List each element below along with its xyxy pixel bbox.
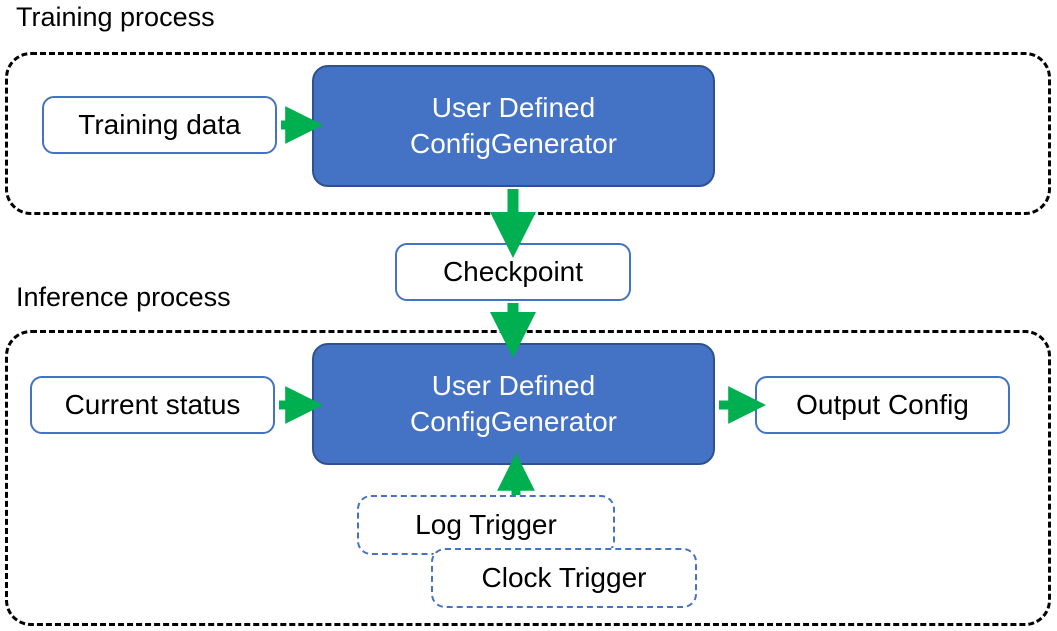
node-checkpoint[interactable]: Checkpoint [395, 243, 631, 301]
node-clock-trigger[interactable]: Clock Trigger [431, 548, 697, 608]
node-user-defined-configgenerator-training[interactable]: User Defined ConfigGenerator [312, 65, 715, 187]
node-label-line1: User Defined [431, 91, 596, 123]
section-caption-training: Training process [16, 2, 215, 32]
node-output-config[interactable]: Output Config [755, 376, 1010, 434]
node-label-line2: ConfigGenerator [409, 406, 617, 437]
node-label-line2: ConfigGenerator [409, 128, 617, 159]
section-caption-inference: Inference process [16, 282, 231, 312]
node-training-data[interactable]: Training data [42, 96, 277, 154]
node-user-defined-configgenerator-inference[interactable]: User Defined ConfigGenerator [312, 343, 715, 465]
node-label-line1: User Defined [431, 369, 596, 401]
node-log-trigger[interactable]: Log Trigger [357, 495, 615, 555]
node-current-status[interactable]: Current status [30, 376, 275, 434]
